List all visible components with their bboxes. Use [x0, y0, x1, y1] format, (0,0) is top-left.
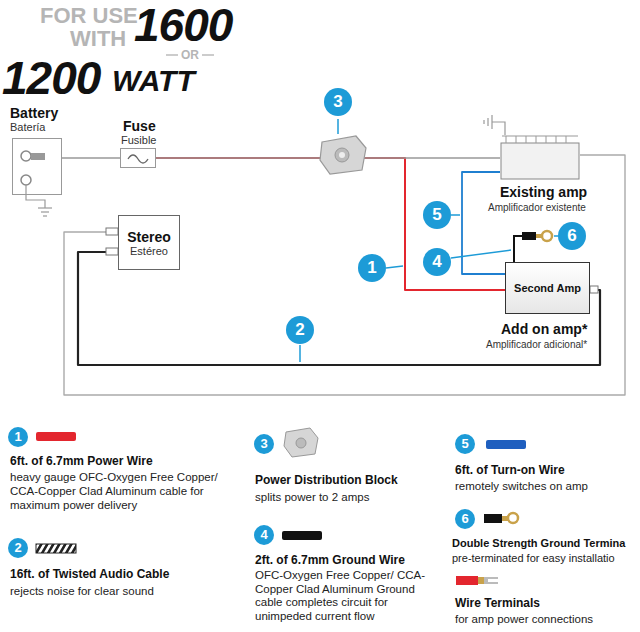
callout-number: 1 — [8, 427, 28, 447]
callout-number: 6 — [558, 222, 586, 250]
stereo-jacks — [106, 228, 118, 255]
legend-description: heavy gauge OFC-Oxygen Free Copper/ CCA-… — [10, 470, 225, 512]
legend-ground-terminal — [484, 513, 518, 523]
title-word: WATT — [112, 64, 195, 98]
wire-connector — [156, 158, 505, 290]
component-subtitle: Fusible — [121, 134, 156, 146]
legend-heading: 6ft. of 6.7mm Power Wire — [10, 454, 153, 468]
component-box: BatteryBatería — [12, 138, 62, 195]
component-subtitle: Add on amp* — [501, 321, 587, 337]
distribution-block — [320, 136, 366, 174]
component-box: StereoEstéreo — [118, 215, 180, 270]
component-name: Second Amp — [514, 282, 581, 294]
component-box: Second AmpAdd on amp*Amplificador adicio… — [505, 262, 590, 314]
legend-description: rejects noise for clear sound — [10, 584, 225, 598]
callout-number: 4 — [423, 248, 451, 276]
legend-description: pre-terminated for easy installatio — [452, 552, 634, 565]
leader-line — [337, 119, 339, 134]
callout-number: 2 — [286, 316, 314, 344]
title-word: WITH — [70, 26, 126, 52]
wire-connector — [62, 157, 120, 159]
legend-swatch — [486, 440, 526, 449]
component-name: Battery — [10, 105, 58, 121]
legend-description: remotely switches on amp — [455, 479, 630, 493]
callout-number: 2 — [8, 538, 28, 558]
legend-swatch — [36, 432, 76, 441]
amp-outline — [500, 135, 580, 180]
amp-jacks — [590, 286, 598, 293]
callout-number: 4 — [254, 525, 274, 545]
ground-wire — [514, 231, 552, 262]
title-number: 1600 — [134, 0, 232, 52]
legend-swatch-cable — [36, 544, 76, 553]
component-subtitle: Amplificador existente — [488, 202, 586, 213]
legend-heading: 16ft. of Twisted Audio Cable — [10, 567, 169, 581]
legend-heading: Double Strength Ground Termina — [452, 537, 625, 549]
component-subtitle: Batería — [10, 121, 45, 133]
component-box: FuseFusible — [120, 148, 156, 168]
callout-number: 5 — [423, 201, 451, 229]
wire-connector — [64, 155, 625, 395]
legend-swatch — [282, 531, 322, 540]
legend-description: splits power to 2 amps — [255, 490, 435, 504]
legend-wire-terminal — [456, 576, 498, 585]
legend-heading: Power Distribution Block — [255, 473, 398, 487]
title-word: FOR USE — [40, 3, 138, 29]
callout-number: 3 — [324, 88, 352, 116]
component-box: Existing ampAmplificador existente — [500, 135, 580, 180]
component-subtitle: Amplificador adicional* — [486, 339, 587, 350]
callout-number: 6 — [455, 509, 475, 529]
component-name: Existing amp — [500, 184, 587, 200]
ground-symbol — [484, 115, 505, 135]
fuse-symbol — [128, 155, 148, 163]
component-name: Fuse — [123, 118, 156, 134]
battery-terminals — [21, 151, 52, 216]
component-name: Stereo — [127, 229, 171, 245]
wire-connector — [462, 172, 505, 274]
component-subtitle: Estéreo — [130, 245, 168, 257]
legend-heading: 2ft. of 6.7mm Ground Wire — [255, 553, 405, 567]
legend-heading: Wire Terminals — [455, 596, 540, 610]
legend-block-icon — [284, 428, 318, 457]
legend-description: OFC-Oxygen Free Copper/ CCA-Copper Clad … — [255, 569, 443, 623]
callout-number: 3 — [254, 434, 274, 454]
title-word: OR — [181, 48, 199, 62]
legend-heading: 6ft. of Turn-on Wire — [455, 463, 565, 477]
callout-number: 1 — [358, 254, 386, 282]
title-number: 1200 — [2, 51, 100, 105]
legend-description: for amp power connections — [455, 612, 635, 626]
callout-number: 5 — [455, 434, 475, 454]
